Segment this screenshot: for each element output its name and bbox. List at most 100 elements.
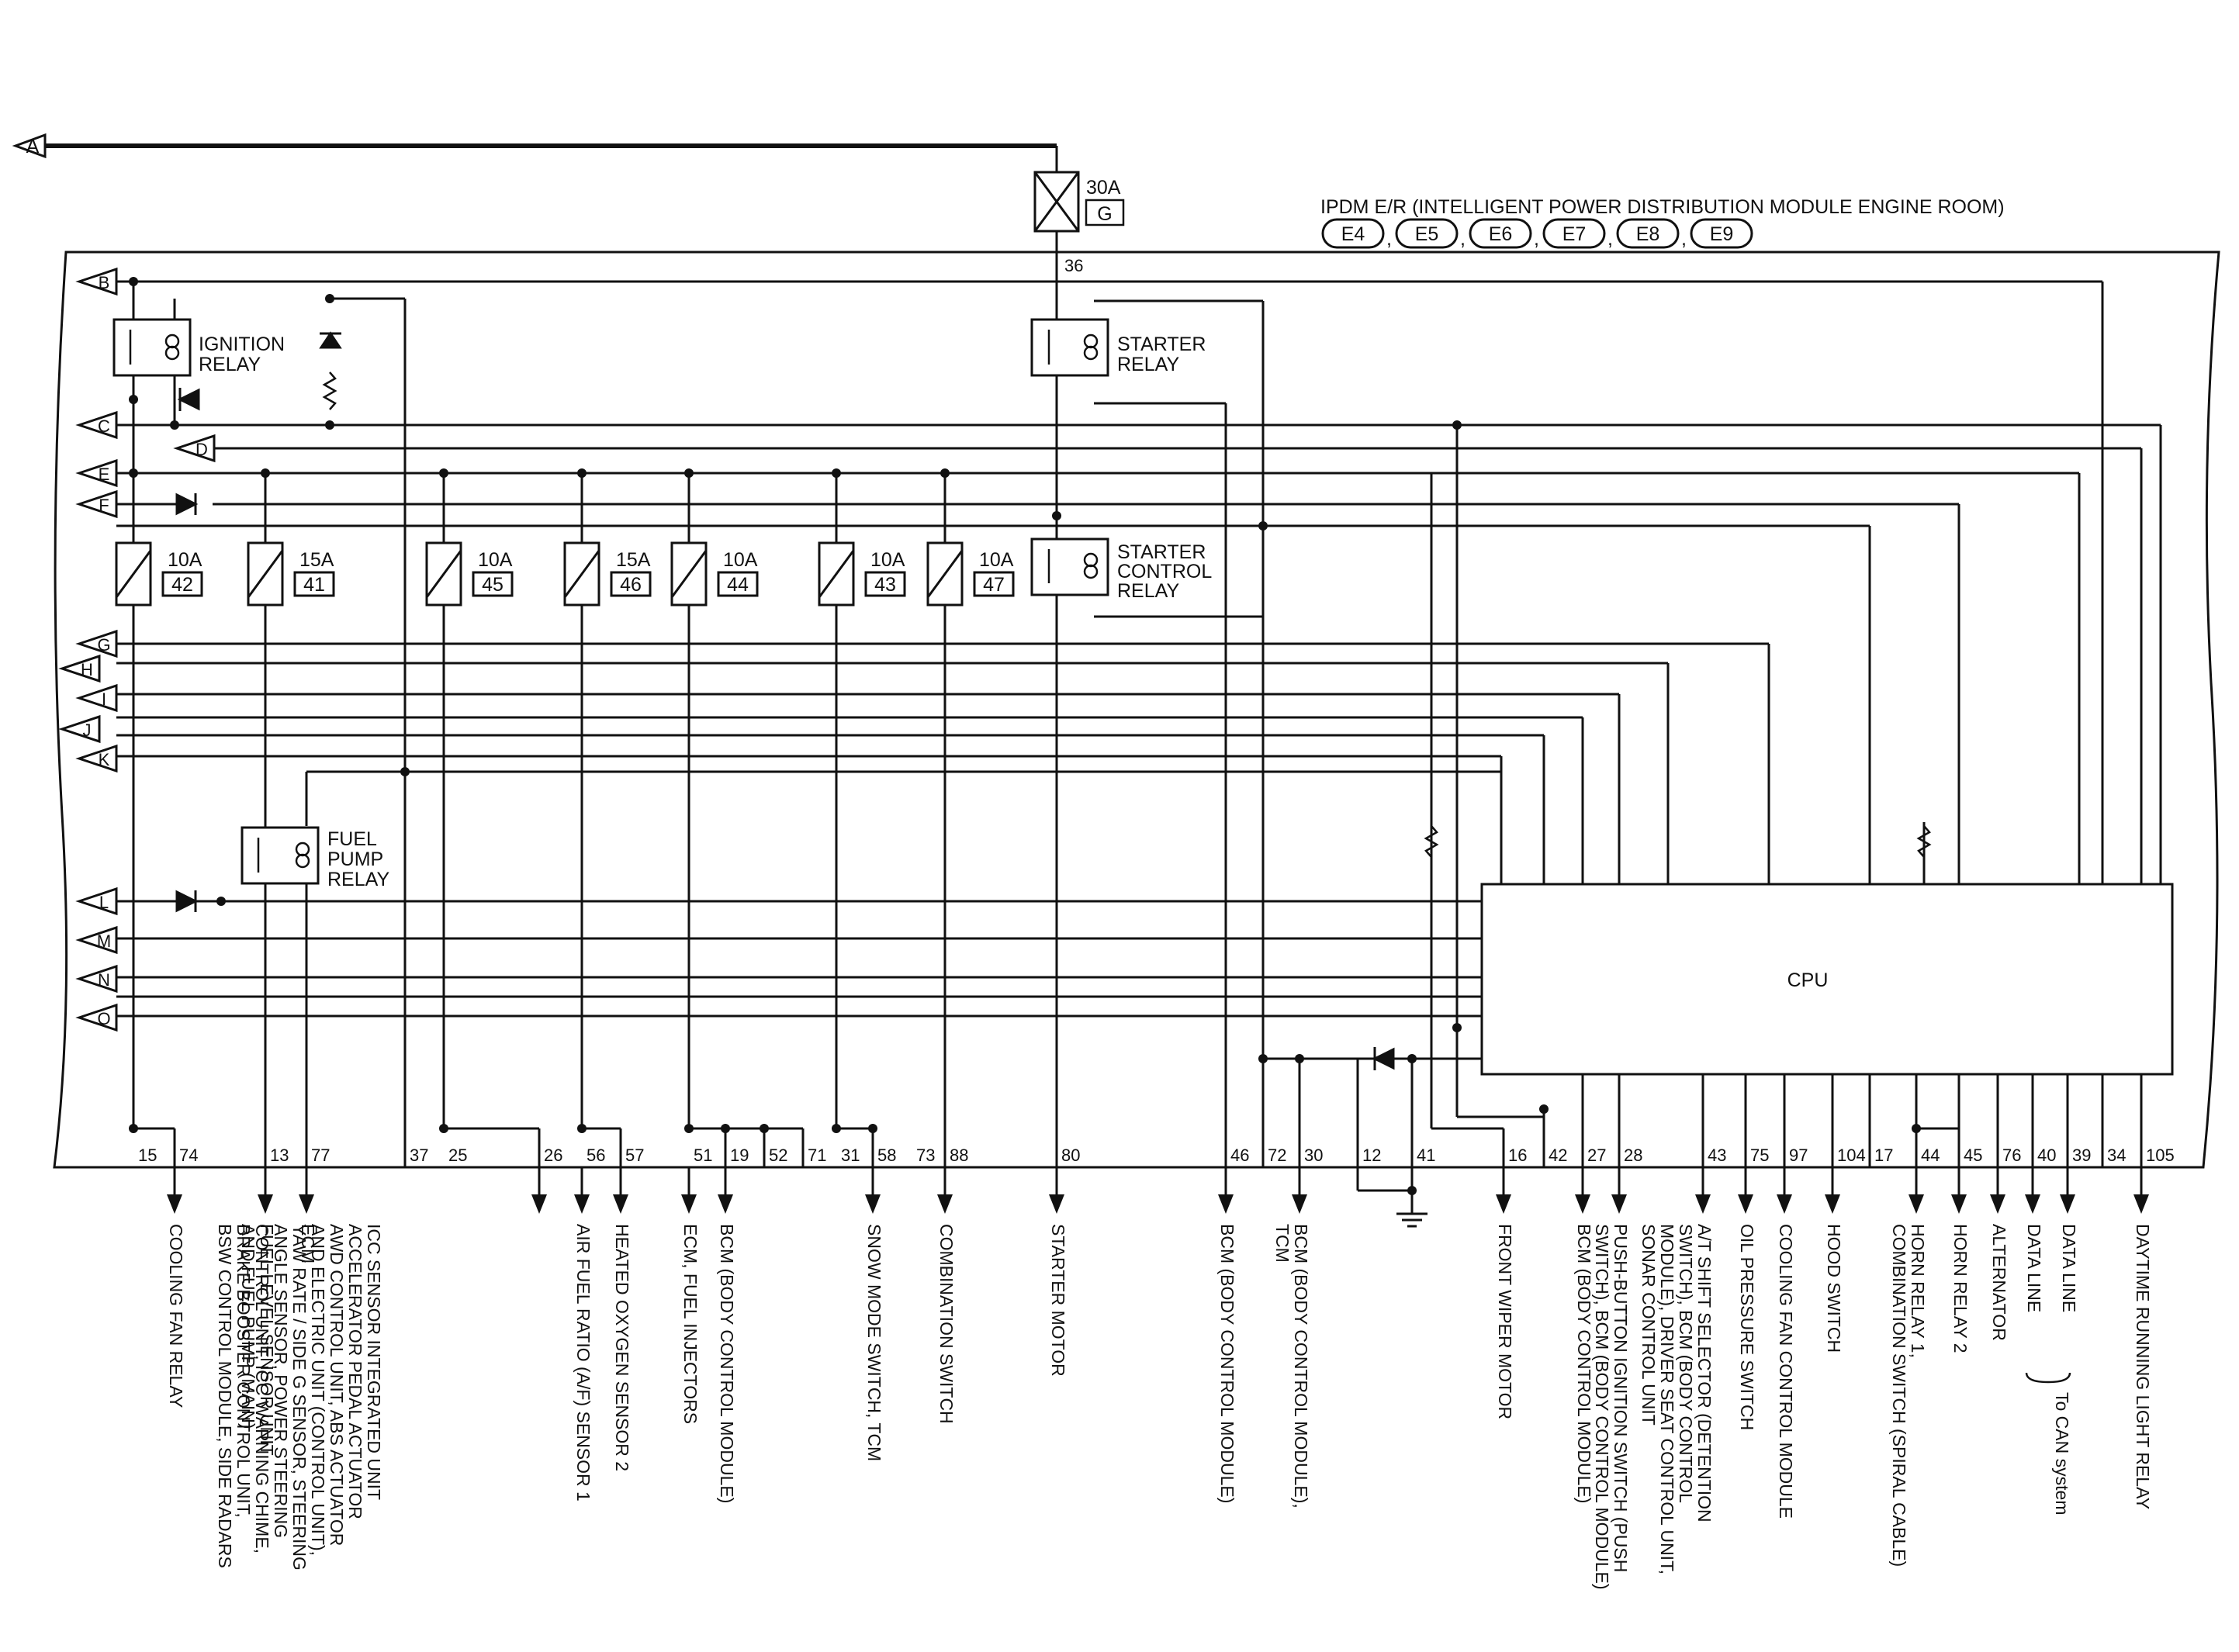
- destination-line: ICC SENSOR INTEGRATED UNIT: [364, 1224, 384, 1500]
- side-connector-label: O: [97, 1009, 110, 1028]
- pin-12: 12: [1362, 1146, 1381, 1165]
- destination-line: BCM (BODY CONTROL MODULE): [1574, 1224, 1594, 1503]
- pin-26: 26: [544, 1146, 562, 1165]
- svg-text:FUEL: FUEL: [327, 828, 377, 850]
- connector-e6: E6,: [1469, 218, 1539, 250]
- pin-51: 51: [694, 1146, 712, 1165]
- svg-text:RELAY: RELAY: [199, 354, 261, 375]
- svg-text:RELAY: RELAY: [1117, 580, 1179, 602]
- pin-56: 56: [587, 1146, 605, 1165]
- destination-label: SNOW MODE SWITCH, TCM: [864, 1224, 884, 1461]
- side-connector-label: N: [98, 970, 110, 990]
- destination-label: BCM (BODY CONTROL MODULE): [1574, 1224, 1594, 1503]
- fuse-rating: 10A: [478, 549, 513, 571]
- side-connector-label: L: [99, 893, 109, 912]
- connector-label: E5: [1415, 223, 1439, 245]
- fuse-rating: 10A: [979, 549, 1014, 571]
- svg-text:CONTROL: CONTROL: [1117, 561, 1212, 582]
- side-connector-m: M: [75, 925, 118, 955]
- destination-label: BCM (BODY CONTROL MODULE): [717, 1224, 737, 1503]
- pin-57: 57: [625, 1146, 644, 1165]
- connector-separator: ,: [1460, 228, 1466, 250]
- destination-line: BCM (BODY CONTROL MODULE),: [1291, 1224, 1311, 1509]
- destination-line: AND FUEL PUMP (MAIN): [238, 1224, 258, 1429]
- svg-text:PUMP: PUMP: [327, 848, 383, 870]
- side-connector-e: E: [75, 458, 118, 488]
- destination-line: SNOW MODE SWITCH, TCM: [864, 1224, 884, 1461]
- fuse-number: 42: [171, 574, 193, 596]
- pin-40: 40: [2037, 1146, 2056, 1165]
- destination-line: ANGLE SENSOR, POWER STEERING: [271, 1224, 291, 1538]
- destination-line: TCM: [1272, 1224, 1293, 1263]
- relay-coil-glyphs: [129, 330, 1099, 873]
- svg-text:A: A: [26, 136, 40, 157]
- pin-43: 43: [1708, 1146, 1726, 1165]
- destination-label: OIL PRESSURE SWITCH: [1737, 1224, 1757, 1430]
- connector-e5: E5,: [1395, 218, 1466, 250]
- junction-dots: [129, 277, 1921, 1195]
- fuse-rating: 15A: [299, 549, 334, 571]
- side-connector-label: C: [98, 416, 110, 436]
- output-arrows: [167, 1167, 2149, 1214]
- cpu-output-wires: [1581, 1074, 2143, 1167]
- fuse-number: 43: [874, 574, 896, 596]
- destination-line: DAYTIME RUNNING LIGHT RELAY: [2133, 1224, 2153, 1509]
- destination-label: BCM (BODY CONTROL MODULE): [1217, 1224, 1237, 1503]
- side-connector-h: H: [58, 654, 101, 683]
- pin-97: 97: [1789, 1146, 1808, 1165]
- module-title: IPDM E/R (INTELLIGENT POWER DISTRIBUTION…: [1320, 196, 2005, 218]
- pin-28: 28: [1624, 1146, 1642, 1165]
- connector-separator: ,: [1607, 228, 1613, 250]
- pin-58: 58: [877, 1146, 896, 1165]
- resistor-icons: [322, 372, 1932, 858]
- pin-52: 52: [769, 1146, 787, 1165]
- fuse-rating: 15A: [616, 549, 651, 571]
- side-connector-label: M: [97, 931, 111, 951]
- pin-73: 73: [916, 1146, 935, 1165]
- connector-separator: ,: [1534, 228, 1539, 250]
- ground-icon: [1396, 1202, 1427, 1228]
- fuse-number: 44: [727, 574, 749, 596]
- side-connector-label: G: [97, 635, 110, 655]
- pin-13: 13: [270, 1146, 289, 1165]
- connector-e9: E9: [1690, 218, 1753, 249]
- pin-44: 44: [1921, 1146, 1940, 1165]
- destination-line: FUEL LEVEL SENSOR UNIT: [257, 1224, 277, 1456]
- destination-label: FRONT WIPER MOTOR: [1495, 1224, 1515, 1419]
- connector-label: E7: [1562, 223, 1587, 245]
- connector-e4: E4,: [1321, 218, 1392, 250]
- side-connector-label: B: [99, 273, 110, 292]
- pin-80: 80: [1061, 1146, 1080, 1165]
- side-connector-label: D: [196, 440, 208, 459]
- connector-label: E8: [1636, 223, 1660, 245]
- destination-line: CONTROL UNIT, ICC WARNING CHIME,: [252, 1224, 272, 1554]
- fuel-pump-relay: FUEL PUMP RELAY: [241, 826, 389, 890]
- destination-line: PUSH-BUTTON IGNITION SWITCH (PUSH: [1611, 1224, 1631, 1572]
- pin-25: 25: [448, 1146, 467, 1165]
- pin-39: 39: [2072, 1146, 2091, 1165]
- svg-text:RELAY: RELAY: [1117, 354, 1179, 375]
- side-connector-label: J: [83, 721, 92, 740]
- ignition-relay: IGNITION RELAY: [112, 299, 285, 423]
- destination-line: SWITCH), BCM (BODY CONTROL MODULE): [1592, 1224, 1612, 1590]
- destination-line: SWITCH), BCM (BODY CONTROL: [1676, 1224, 1696, 1503]
- svg-text:30A: 30A: [1086, 177, 1121, 199]
- connector-a: A: [12, 133, 47, 159]
- destination-label: COOLING FAN CONTROL MODULE: [1776, 1224, 1796, 1519]
- destination-line: ECM: [298, 1224, 318, 1263]
- pin-88: 88: [950, 1146, 968, 1165]
- destination-line: HORN RELAY 1,: [1908, 1224, 1928, 1358]
- svg-text:G: G: [1097, 203, 1112, 225]
- pin-71: 71: [808, 1146, 826, 1165]
